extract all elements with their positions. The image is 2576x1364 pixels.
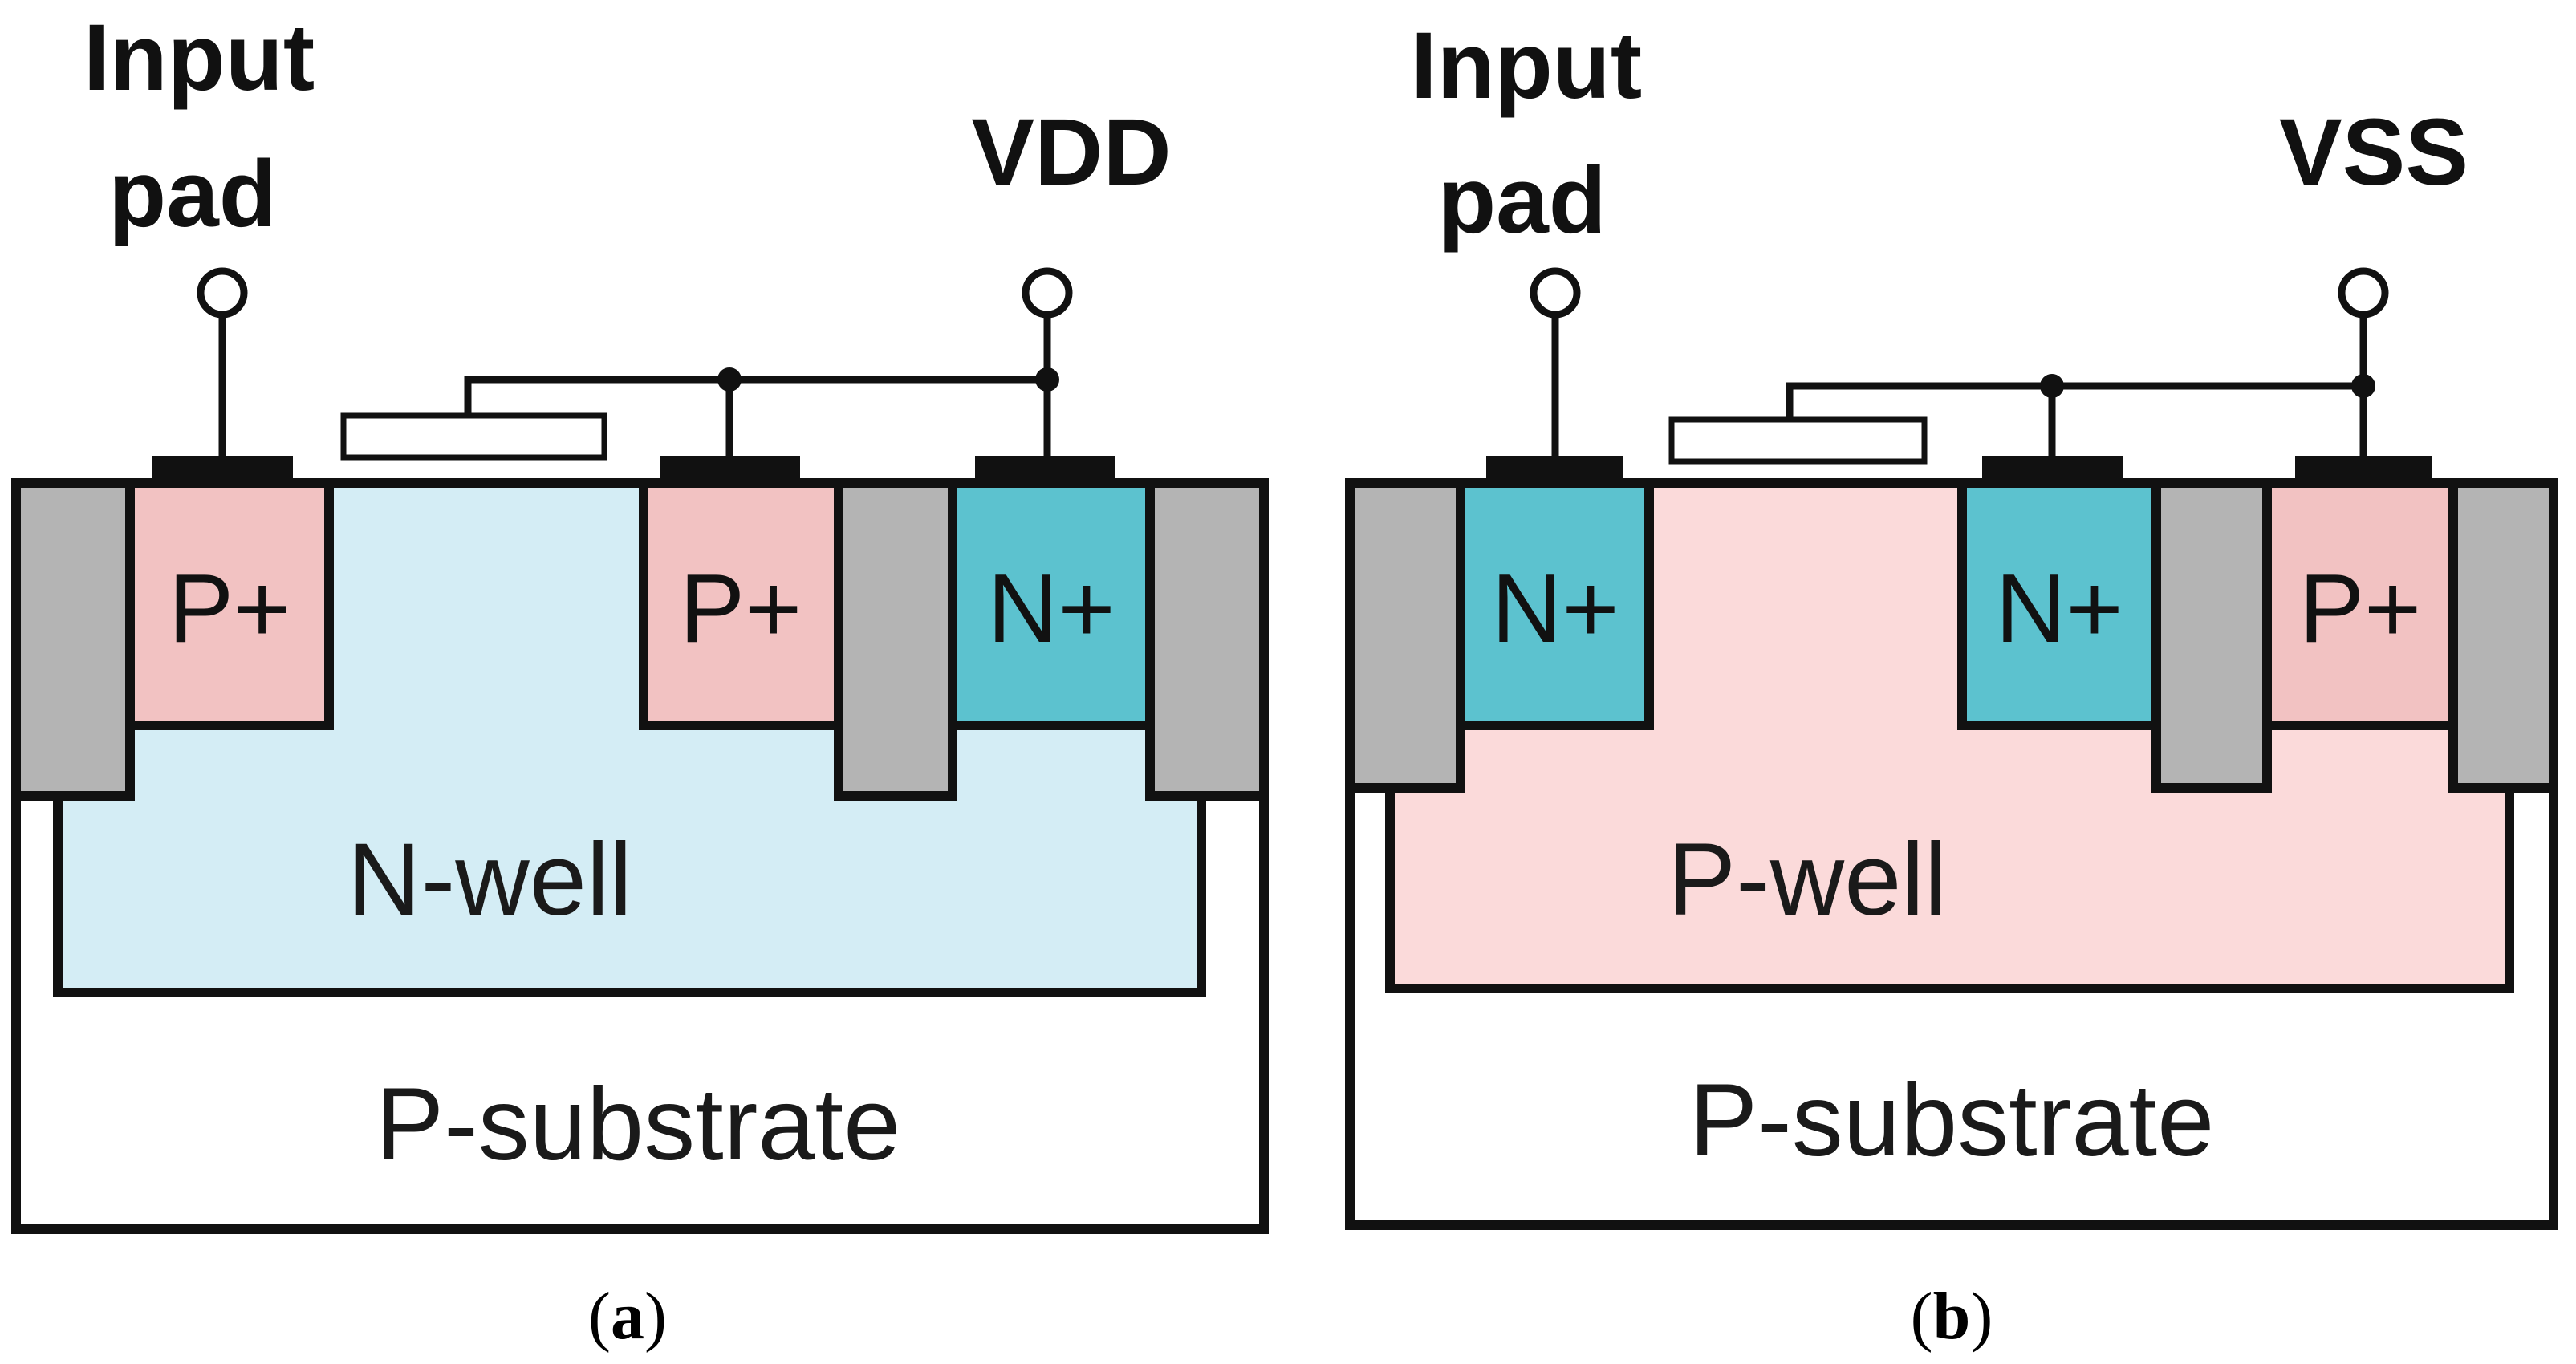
input-pad-label-a-line1: Input bbox=[83, 5, 315, 111]
region-label-b3: P+ bbox=[2299, 554, 2422, 663]
input-pad-label-b-line2: pad bbox=[1438, 148, 1607, 254]
panel-b: Input pad VSS N+ N+ P+ P-well P-substrat… bbox=[1345, 13, 2558, 1354]
diffusion-a2 bbox=[639, 478, 843, 730]
oxide-a1 bbox=[11, 478, 135, 801]
region-label-b2: N+ bbox=[1995, 554, 2123, 663]
node-dot-b1 bbox=[2040, 374, 2064, 398]
contact-a2 bbox=[660, 456, 800, 483]
supply-label-b: VSS bbox=[2279, 99, 2468, 205]
terminal-input-b bbox=[1530, 267, 1581, 319]
terminal-vss-b bbox=[2338, 267, 2389, 319]
supply-label-a: VDD bbox=[971, 99, 1171, 205]
contact-a3 bbox=[975, 456, 1115, 483]
terminal-vdd-a bbox=[1022, 267, 1073, 319]
well-label-b: P-well bbox=[1668, 822, 1948, 937]
node-dot-a2 bbox=[1035, 367, 1059, 392]
contact-b3 bbox=[2295, 456, 2432, 483]
oxide-b2 bbox=[2151, 478, 2272, 793]
caption-a: (a) bbox=[588, 1279, 667, 1354]
substrate-label-a: P-substrate bbox=[376, 1067, 901, 1182]
diffusion-b2 bbox=[1957, 478, 2161, 730]
terminal-input-a bbox=[197, 267, 248, 319]
contact-a1 bbox=[152, 456, 293, 483]
caption-b: (b) bbox=[1911, 1279, 1993, 1354]
region-label-a2: P+ bbox=[680, 554, 802, 663]
panel-a: Input pad VDD P+ P+ N+ N-well P-substrat… bbox=[11, 5, 1269, 1354]
input-pad-label-b-line1: Input bbox=[1411, 13, 1642, 119]
contact-b1 bbox=[1486, 456, 1623, 483]
oxide-a3 bbox=[1145, 478, 1269, 801]
gate-b bbox=[1668, 416, 1928, 465]
wire-gate-a bbox=[464, 376, 1047, 416]
contact-b2 bbox=[1982, 456, 2123, 483]
node-dot-a1 bbox=[717, 367, 742, 392]
well-label-a: N-well bbox=[347, 822, 632, 937]
wire-gate-b bbox=[1786, 382, 2363, 420]
oxide-b3 bbox=[2448, 478, 2558, 793]
input-pad-label-a-line2: pad bbox=[108, 141, 277, 247]
node-dot-b2 bbox=[2351, 374, 2375, 398]
region-label-b1: N+ bbox=[1491, 554, 1619, 663]
gate-a bbox=[340, 412, 607, 461]
substrate-label-b: P-substrate bbox=[1689, 1063, 2215, 1178]
region-label-a1: P+ bbox=[169, 554, 291, 663]
oxide-b1 bbox=[1345, 478, 1465, 793]
oxide-a2 bbox=[834, 478, 957, 801]
region-label-a3: N+ bbox=[987, 554, 1115, 663]
